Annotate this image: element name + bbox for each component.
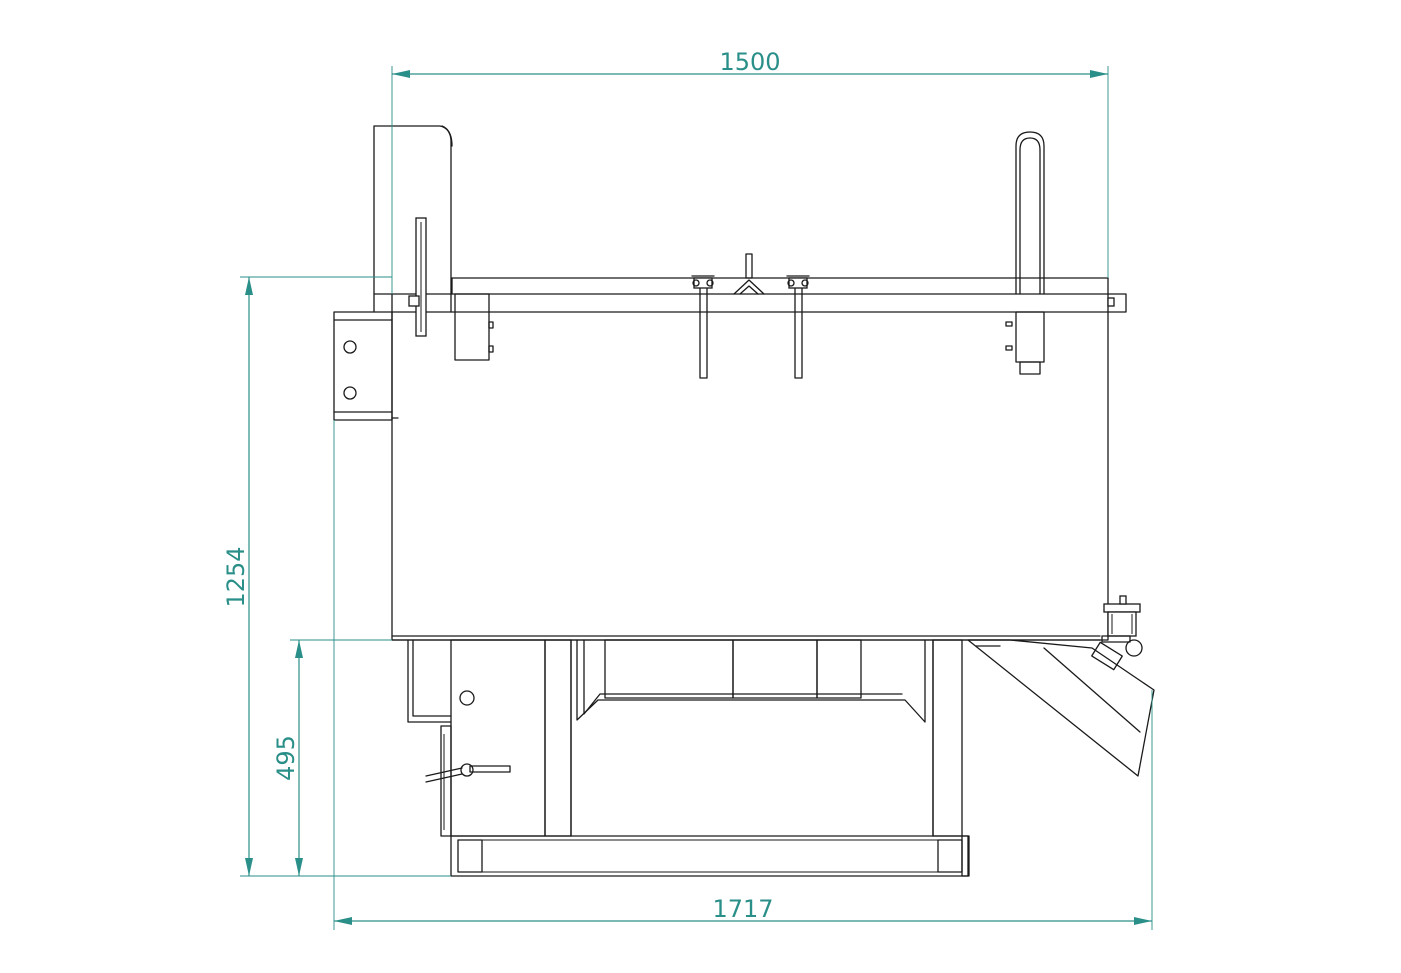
right-chute <box>967 639 1155 777</box>
main-body <box>391 293 1109 641</box>
dimension-label-total-height: 1254 <box>222 546 250 607</box>
base-frame <box>407 639 970 877</box>
dimension-label-top: 1500 <box>719 48 780 76</box>
right-hinge <box>1101 595 1143 657</box>
dimension-label-bottom: 1717 <box>712 895 773 923</box>
dimension-bottom-width: 1717 <box>333 420 1153 930</box>
left-bracket <box>333 311 399 421</box>
dimension-label-lower-height: 495 <box>272 735 300 781</box>
machine-outline <box>333 125 1155 877</box>
top-rail <box>373 277 1127 313</box>
dimension-total-height: 1254 <box>222 276 451 877</box>
center-clamps <box>691 253 810 379</box>
left-guard <box>373 125 453 337</box>
dimension-lower-height: 495 <box>272 639 392 876</box>
right-handle <box>1005 131 1045 375</box>
rail-bracket-left <box>454 293 494 361</box>
dimension-top-width: 1500 <box>391 48 1109 294</box>
